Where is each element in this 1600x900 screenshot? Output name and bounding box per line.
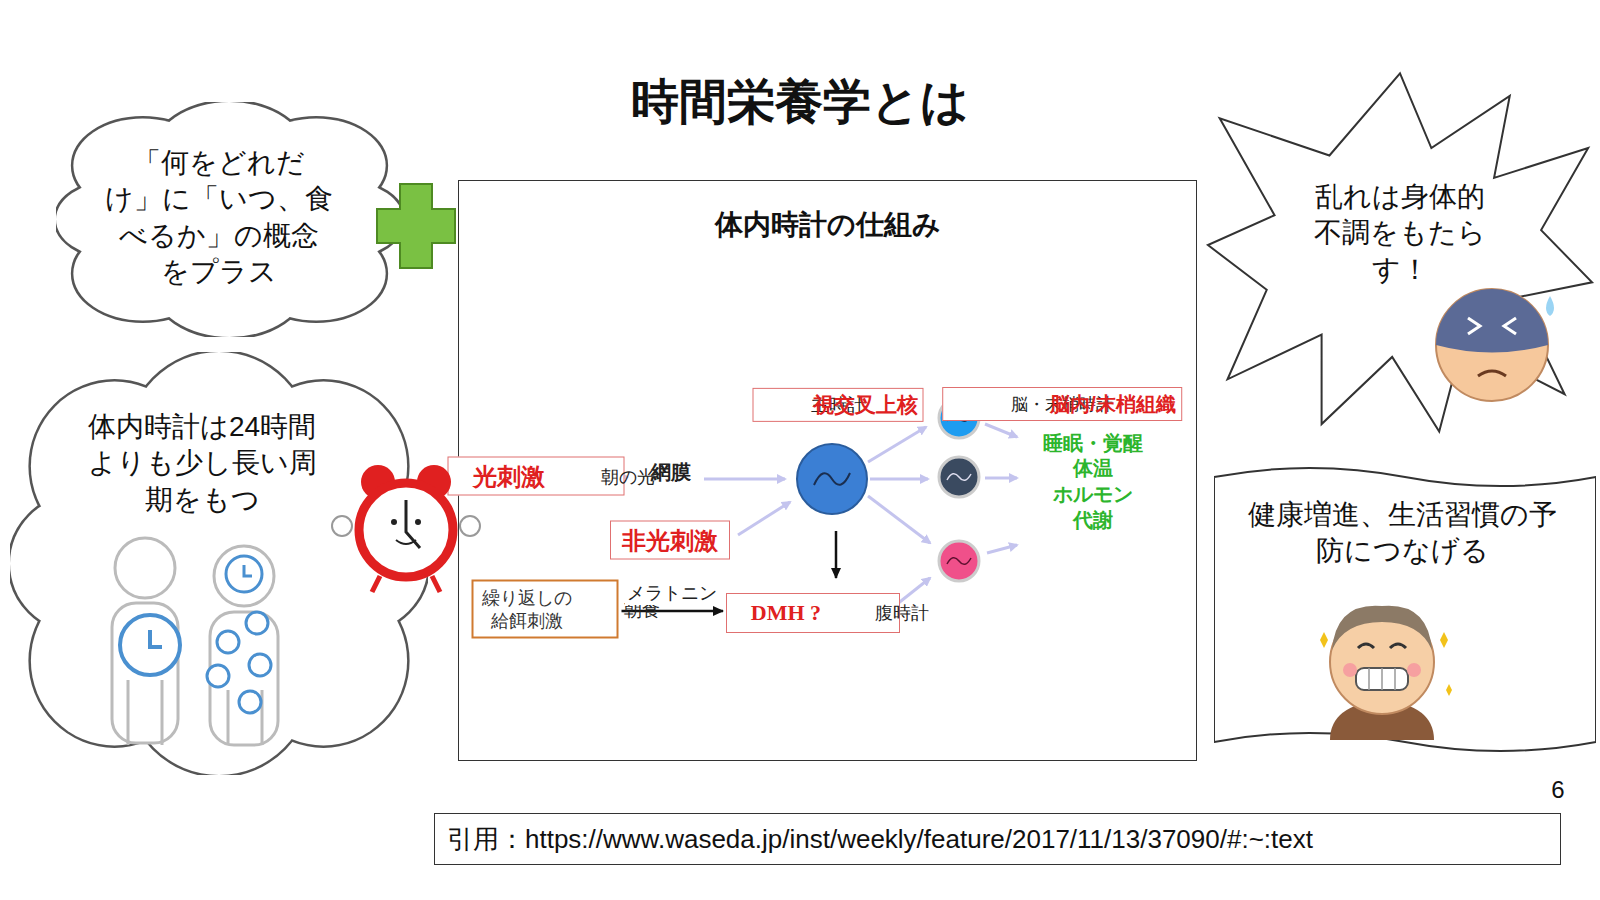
connector-label: メラトニン [625,581,719,605]
thought-cloud: 体内時計は24時間よりも少し長い周期をもつ [10,352,428,775]
box-label: 視交叉上核 [813,392,918,418]
page-number: 6 [1551,776,1564,804]
stimulus-box: DMH ?腹時計 [726,593,900,633]
stimulus-box: 繰り返しの 給餌刺激朝食 [472,580,619,639]
stimulus-box: 非光刺激 [610,521,730,560]
alarm-clock [332,465,480,592]
signal-arrows [602,424,1017,620]
box-label: DMH ? [751,599,821,627]
cloud-fill [10,352,428,775]
box-label: 非光刺激 [622,525,718,555]
wave-banner: 健康増進、生活習慣の予防につなげる [1214,459,1596,760]
output-label: 睡眠・覚醒 [1043,430,1143,457]
cloud-fill [56,102,403,337]
burst-shape [1208,73,1592,431]
peripheral-clock-circles [939,398,979,581]
cloud-outline [56,102,403,337]
callout-text: 健康増進、生活習慣の予防につなげる [1234,497,1570,570]
cloud-stroke [10,352,428,775]
output-label: 代謝 [1073,507,1113,534]
retina-label: 網膜 [651,459,691,486]
green-plus [377,184,455,268]
banner-shape [1214,468,1596,751]
box-caption: 腹時計 [875,601,929,625]
smiling-man [1320,606,1452,740]
citation-box: 引用：https://www.waseda.jp/inst/weekly/fea… [434,813,1561,865]
troubled-face [1436,289,1554,401]
callout-text: 乱れは身体的不調をもたらす！ [1308,179,1492,288]
master-clock-circle [797,444,867,514]
thought-cloud: 「何をどれだけ」に「いつ、食べるか」の概念をプラス [56,102,403,337]
output-label: ホルモン [1053,481,1133,508]
human-figures [112,538,278,745]
clock-arrow [835,531,838,578]
box-label: 繰り返しの 給餌刺激 [479,587,576,632]
burst-outline [1204,66,1596,439]
citation-text: 引用：https://www.waseda.jp/inst/weekly/fea… [447,822,1313,857]
stimulus-box: 光刺激朝の光 [448,457,625,496]
box-caption: 朝の光 [601,464,655,488]
stimulus-box: 脳・末梢時計脳内/末梢組織 [942,387,1182,421]
cloud-stroke [56,102,403,337]
frame-title: 体内時計の仕組み [715,206,941,244]
burst-callout: 乱れは身体的不調をもたらす！ [1204,66,1596,439]
callout-text: 「何をどれだけ」に「いつ、食べるか」の概念をプラス [105,145,333,291]
slide-title: 時間栄養学とは [631,70,969,134]
callout-text: 体内時計は24時間よりも少し長い周期をもつ [77,409,327,518]
stimulus-box: 主時計視交叉上核 [753,388,924,422]
output-label: 体温 [1073,455,1113,482]
box-label: 脳内/末梢組織 [1050,392,1176,417]
box-label: 光刺激 [473,461,545,491]
